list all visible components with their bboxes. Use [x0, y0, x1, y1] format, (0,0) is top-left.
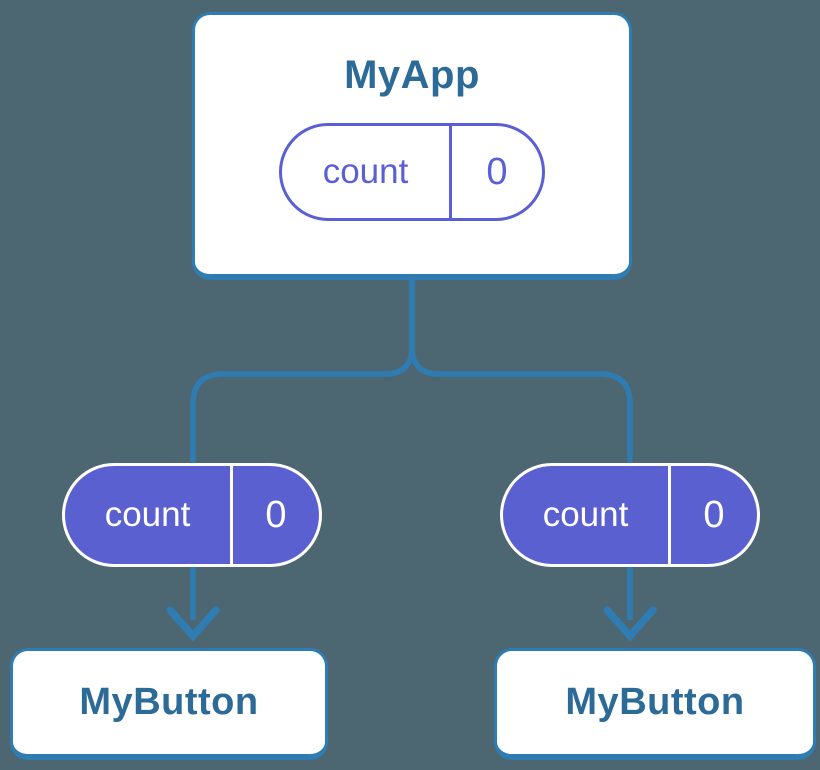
right-child-component-card: MyButton — [494, 648, 816, 760]
connector-branch-left — [190, 278, 415, 620]
prop-pill-left-value: 0 — [230, 466, 319, 564]
prop-pill-right-name: count — [542, 495, 629, 534]
right-child-component-title: MyButton — [565, 680, 745, 723]
arrowhead-left-icon — [166, 606, 220, 642]
root-component-title: MyApp — [344, 53, 480, 97]
prop-pill-right: count 0 — [500, 463, 760, 567]
prop-pill-left-name: count — [104, 495, 191, 534]
prop-pill-right-value: 0 — [668, 466, 757, 564]
root-component-card: MyApp count 0 — [192, 12, 632, 280]
left-child-component-card: MyButton — [10, 648, 328, 760]
arrowhead-right-icon — [603, 606, 657, 642]
prop-pill-left: count 0 — [62, 463, 322, 567]
state-pill: count 0 — [279, 123, 545, 221]
left-child-component-title: MyButton — [79, 680, 259, 723]
state-pill-value: 0 — [449, 126, 542, 218]
state-pill-name: count — [322, 152, 409, 191]
connector-branch-right — [409, 278, 633, 620]
